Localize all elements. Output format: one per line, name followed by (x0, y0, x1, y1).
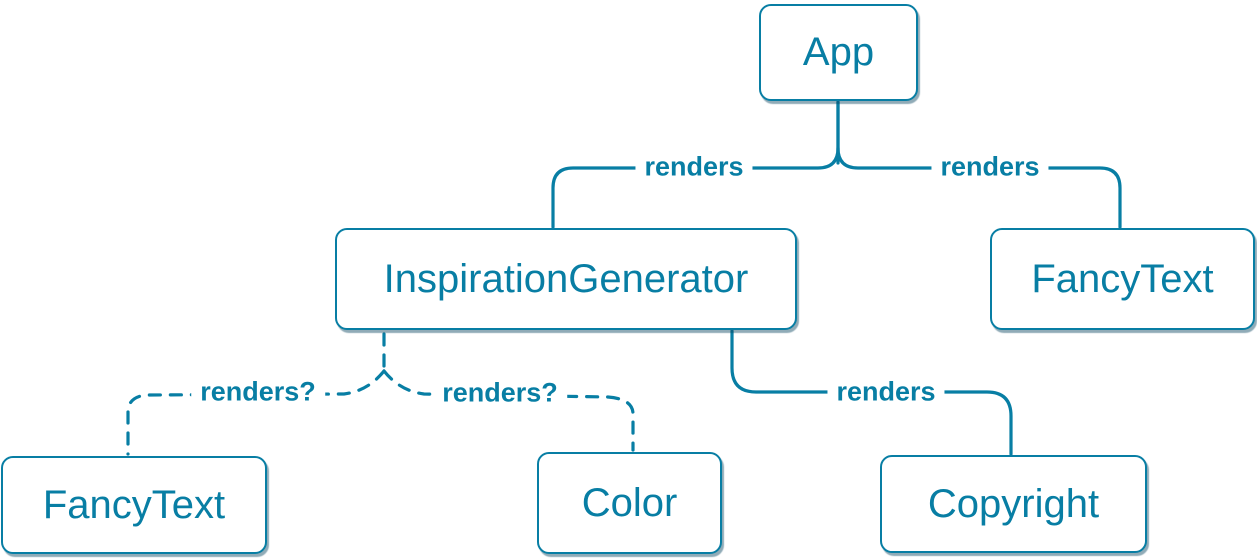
edge-label-renders-app-inspirationgenerator: renders (635, 151, 753, 183)
node-copyright: Copyright (880, 455, 1147, 553)
node-fancy-text-bottom: FancyText (1, 456, 267, 554)
edge-label-renders-maybe-fancytext: renders? (191, 376, 325, 408)
node-color: Color (537, 452, 722, 554)
node-inspiration-generator: InspirationGenerator (335, 228, 797, 330)
edge-label-renders-copyright: renders (827, 376, 945, 408)
edge-app-fancytext (836, 146, 1122, 229)
edge-inspirationgenerator-color-dashed (382, 369, 635, 452)
node-fancy-text-top: FancyText (990, 228, 1255, 330)
node-app: App (759, 4, 918, 101)
edge-label-renders-maybe-color: renders? (433, 377, 567, 409)
edge-label-renders-app-fancytext: renders (931, 151, 1049, 183)
